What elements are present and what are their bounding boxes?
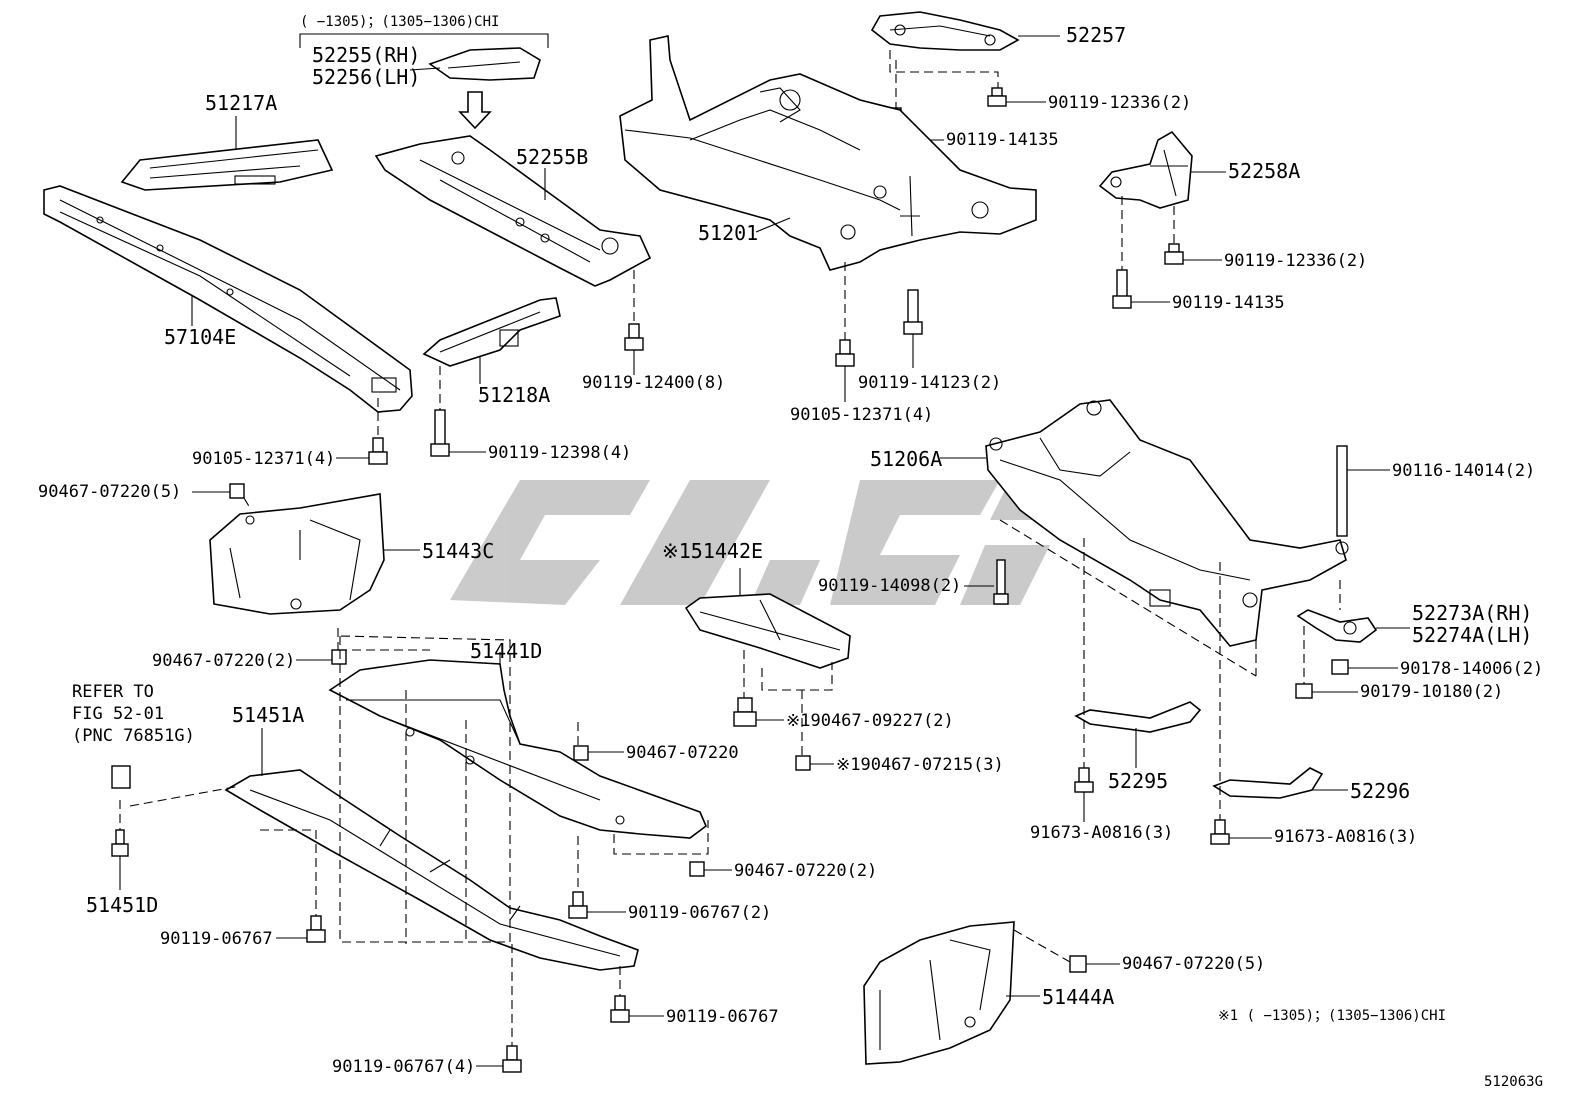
part-52296-brace xyxy=(1212,767,1324,799)
bolt-90119-14123 xyxy=(903,289,923,335)
label-52273A: 52273A(RH) xyxy=(1412,601,1532,625)
label-90467-07220-2a: 90467-07220(2) xyxy=(152,651,295,671)
label-52255: 52255(RH) xyxy=(312,43,420,67)
part-51201-crossmember xyxy=(619,35,1037,271)
label-90119-14135-a: 90119-14135 xyxy=(946,130,1059,150)
bolt-90119-14098 xyxy=(993,559,1009,605)
bolt-90119-12398 xyxy=(430,409,450,457)
label-51206A: 51206A xyxy=(870,447,942,471)
header-note: ( −1305)；(1305−1306)CHI xyxy=(300,14,499,30)
label-51441D: 51441D xyxy=(470,639,542,663)
label-52295: 52295 xyxy=(1108,769,1168,793)
label-90119-06767-b: 90119-06767 xyxy=(666,1007,779,1027)
part-52255-shield xyxy=(428,47,541,81)
nut-90179-10180 xyxy=(1295,683,1313,699)
label-52296: 52296 xyxy=(1350,779,1410,803)
label-52257: 52257 xyxy=(1066,23,1126,47)
label-52256: 52256(LH) xyxy=(312,65,420,89)
part-52258A-bracket xyxy=(1098,130,1193,209)
bolt-90119-06767-b xyxy=(610,995,630,1023)
clip-90467-09227 xyxy=(737,697,753,713)
part-51451A-undercover xyxy=(224,769,639,971)
footnote: ※1 ( −1305)；(1305−1306)CHI xyxy=(1218,1008,1446,1024)
label-57104E: 57104E xyxy=(164,325,236,349)
bolt-90119-12400 xyxy=(624,323,644,351)
part-51442E-cover xyxy=(684,593,851,669)
label-90179-10180: 90179-10180(2) xyxy=(1360,682,1503,702)
part-52255B-brace xyxy=(374,135,652,287)
clip-90467-07220-b xyxy=(331,649,347,665)
label-90467-07220-2b: 90467-07220(2) xyxy=(734,861,877,881)
label-90119-14135-b: 90119-14135 xyxy=(1172,293,1285,313)
part-57104E-member xyxy=(43,185,413,413)
label-51442E: ※151442E xyxy=(662,539,763,563)
label-51201: 51201 xyxy=(698,221,758,245)
clip-90467-07220-e xyxy=(1069,955,1087,973)
label-90119-06767-2: 90119-06767(2) xyxy=(628,903,771,923)
part-51217A-bracket xyxy=(120,139,334,191)
refer-note-line3: (PNC 76851G) xyxy=(72,726,195,746)
bolt-90119-06767-4 xyxy=(502,1045,522,1073)
label-90105-12371-b: 90105-12371(4) xyxy=(192,449,335,469)
label-90119-06767-a: 90119-06767 xyxy=(160,929,273,949)
label-52274A: 52274A(LH) xyxy=(1412,623,1532,647)
label-90119-14123: 90119-14123(2) xyxy=(858,373,1001,393)
part-51443C-cover xyxy=(209,493,385,615)
bolt-90119-12336-b xyxy=(1164,243,1184,265)
part-52273A-stopper xyxy=(1296,609,1378,643)
bolt-51451D xyxy=(111,829,129,857)
label-90467-07215: ※190467-07215(3) xyxy=(836,755,1004,775)
label-51451D: 51451D xyxy=(86,893,158,917)
nut-90178-14006 xyxy=(1331,659,1349,675)
bolt-90119-12336-a xyxy=(987,87,1007,107)
bolt-90119-06767-a xyxy=(306,915,326,943)
header-bracket xyxy=(299,33,549,48)
label-51443C: 51443C xyxy=(422,539,494,563)
label-90119-12336-b: 90119-12336(2) xyxy=(1224,251,1367,271)
part-52257-bracket xyxy=(870,11,1020,51)
bolt-90105-12371-a xyxy=(835,339,855,367)
label-90116-14014: 90116-14014(2) xyxy=(1392,461,1535,481)
bolt-90105-12371-b xyxy=(368,437,388,465)
label-52258A: 52258A xyxy=(1228,159,1300,183)
part-51206A-crossmember xyxy=(985,399,1349,647)
clip-90467-07220-c xyxy=(573,745,589,761)
label-90105-12371-a: 90105-12371(4) xyxy=(790,405,933,425)
bolt-91673-b xyxy=(1210,819,1230,845)
label-91673-b: 91673-A0816(3) xyxy=(1274,827,1417,847)
part-51444A-cover xyxy=(863,921,1015,1065)
label-90119-12398: 90119-12398(4) xyxy=(488,443,631,463)
clip-90467-07215 xyxy=(795,755,811,771)
clip-refer xyxy=(111,765,131,789)
figure-code: 512063G xyxy=(1484,1074,1543,1090)
label-51217A: 51217A xyxy=(205,91,277,115)
label-90119-12400: 90119-12400(8) xyxy=(582,373,725,393)
clip-90467-07220-a xyxy=(229,483,245,499)
label-90467-07220-c: 90467-07220 xyxy=(626,743,739,763)
bolt-90119-06767-2 xyxy=(568,891,588,919)
label-52255B: 52255B xyxy=(516,145,588,169)
refer-note-line2: FIG 52-01 xyxy=(72,704,164,724)
down-arrow-icon xyxy=(458,91,492,130)
part-51218A-bracket xyxy=(422,297,561,367)
label-91673-a: 91673-A0816(3) xyxy=(1030,823,1173,843)
bolt-90119-14135-b xyxy=(1112,269,1132,309)
label-51451A: 51451A xyxy=(232,703,304,727)
label-90119-06767-4: 90119-06767(4) xyxy=(332,1057,475,1077)
label-90119-12336-a: 90119-12336(2) xyxy=(1048,93,1191,113)
bolt-90116-14014 xyxy=(1336,445,1348,537)
label-90119-14098: 90119-14098(2) xyxy=(818,576,961,596)
refer-note-line1: REFER TO xyxy=(72,682,154,702)
label-90467-09227: ※190467-09227(2) xyxy=(786,711,954,731)
label-51218A: 51218A xyxy=(478,383,550,407)
clip-90467-07220-d xyxy=(689,861,705,877)
label-90467-07220-5a: 90467-07220(5) xyxy=(38,482,181,502)
label-90178-14006: 90178-14006(2) xyxy=(1400,659,1543,679)
label-51444A: 51444A xyxy=(1042,985,1114,1009)
part-52295-brace xyxy=(1074,701,1202,733)
bolt-91673-a xyxy=(1074,767,1094,793)
label-90467-07220-5b: 90467-07220(5) xyxy=(1122,954,1265,974)
